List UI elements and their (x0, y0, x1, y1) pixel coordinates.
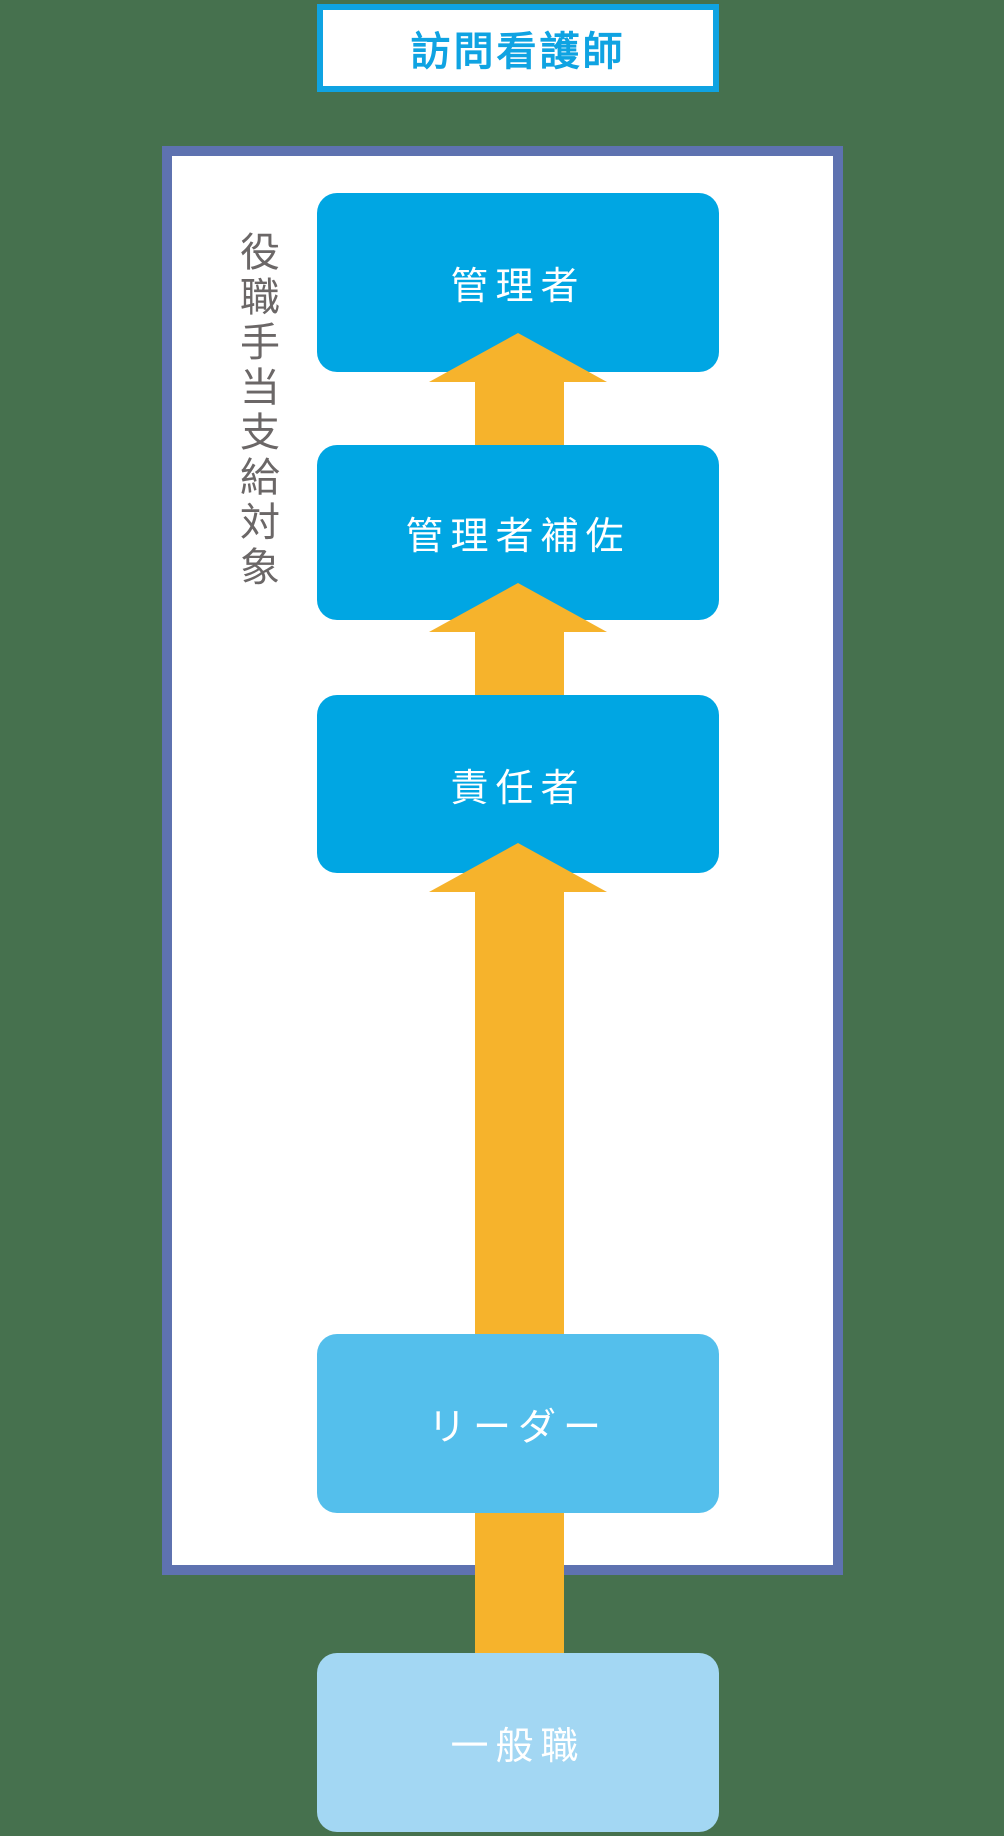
promotion-arrow-shaft-assistant-to-manager (475, 381, 564, 445)
promotion-arrowhead-to-chief-icon (429, 843, 607, 892)
promotion-arrow-shaft-general-to-leader (475, 1513, 564, 1653)
level-label-manager: 管理者 (450, 266, 586, 308)
level-label-general-staff: 一般職 (450, 1726, 586, 1768)
level-label-assistant-manager: 管理者補佐 (405, 516, 631, 558)
level-label-chief: 責任者 (450, 767, 586, 810)
promotion-arrow-shaft-leader-to-chief (475, 891, 564, 1334)
level-label-leader: リーダー (427, 1407, 608, 1449)
job-title-box: 訪問看護師 (317, 4, 719, 92)
level-box-general-staff: 一般職 (317, 1653, 719, 1832)
promotion-arrowhead-to-manager-icon (429, 333, 607, 382)
promotion-arrowhead-to-assistant-manager-icon (429, 583, 607, 632)
allowance-scope-caption: 役職手当支給対象 (234, 231, 278, 591)
job-title-label: 訪問看護師 (410, 30, 626, 74)
level-box-leader: リーダー (317, 1334, 719, 1513)
promotion-arrow-shaft-chief-to-assistant (475, 631, 564, 695)
